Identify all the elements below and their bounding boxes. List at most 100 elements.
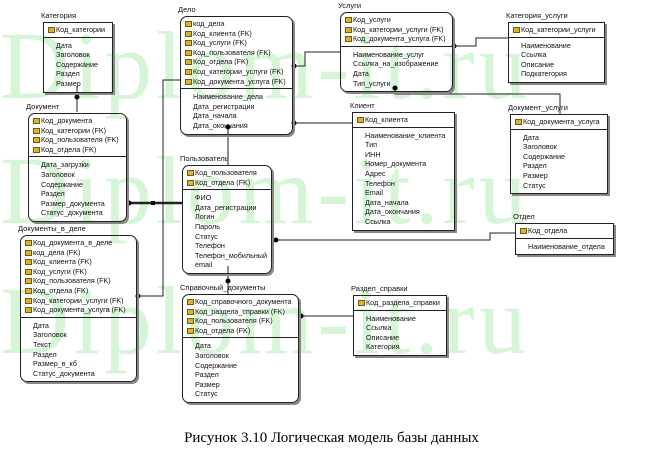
key-attribute-label: Код_пользователя [195,168,257,177]
figure-caption: Рисунок 3.10 Логическая модель базы данн… [184,430,479,446]
key-attribute-label: Код_справочного_документа [195,297,292,306]
key-attribute-label: Код_категории (FK) [41,125,107,135]
key-attribute: Код_клиента (FK) [185,29,289,39]
rel-polzovatel-otdel [276,232,515,241]
watermark: Diplom-it.ru [0,267,531,374]
attribute: ФИО [195,193,212,203]
key-icon [187,308,194,315]
key-attribute: Код_услуги (FK) [185,38,289,48]
key-attribute: Код_отдела (FK) [185,57,289,67]
key-attribute: Код_категории [48,25,109,35]
attribute: Наименование_услуг [353,49,425,59]
attribute: Заголовок [41,169,75,179]
key-icon [187,318,194,325]
attribute: Пароль [195,221,220,231]
attribute: Размер_документа [41,198,105,208]
entity-title: Документы_в_деле [18,224,86,233]
attribute: Наименование [366,313,416,323]
relation-dot [392,85,398,91]
key-icon [185,59,192,66]
attribute: Дата_регистрации [193,101,255,111]
key-attribute: Код_документа_услуга (FK) [25,305,133,315]
attribute: Дата_загрузки [41,160,89,170]
key-attribute: Код_документа_услуга (FK) [345,34,449,44]
key-section: Код_документа_услуга [511,115,607,130]
key-attribute-label: Код_услуги [353,15,391,24]
attribute: Наименование [521,40,571,50]
attribute: Раздел [41,189,65,199]
key-attribute-label: Код_услуги (FK) [193,38,247,48]
key-attribute-label: Код_клиента (FK) [193,28,252,38]
key-attribute-label: Код_документа_услуга (FK) [33,305,126,315]
attribute: Статус [523,180,546,190]
key-attribute: Код_категории (FK) [33,126,123,136]
attribute: Описание [521,59,555,69]
key-attribute: Код_категории_услуги (FK) [25,296,133,306]
attribute: Email [365,188,383,198]
key-icon [185,68,192,75]
key-icon [25,297,32,304]
attribute: ИНН [365,149,381,159]
key-icon [25,307,32,314]
key-attribute-label: Код_пользователя (FK) [41,135,119,145]
entity-title: Категория_услуги [506,11,568,20]
key-attribute: Код_клиента (FK) [25,257,133,267]
key-attribute-label: Код_категории [56,25,106,34]
attribute: Статус [195,231,218,241]
key-attribute: Код_отдела (FK) [187,178,268,188]
entity-title: Клиент [350,101,375,110]
attribute: Дата [353,68,369,78]
attribute: Статус_документа [33,368,95,378]
entity-title: Справочный_документы [180,283,266,292]
attribute: Тип [365,140,377,150]
key-icon [33,146,40,153]
key-attribute: Код_пользователя (FK) [33,135,123,145]
attribute: Ссылка [521,50,547,60]
attribute: Дата_регистрации [195,202,257,212]
attribute: Телефон_мобильный [195,250,267,260]
attribute: Дата_начала [365,197,409,207]
key-attribute-label: Код_категории_услуги [521,25,596,34]
relation-dot [74,94,80,100]
key-icon [185,30,192,37]
key-attribute-label: Код_услуги (FK) [33,266,87,276]
key-icon [25,240,32,246]
attribute: Телефон [195,241,225,251]
key-attribute: Код_пользователя (FK) [187,316,295,326]
rel-uslugi-dokument-uslugi [394,88,561,114]
attribute: Содержание [523,151,566,161]
key-attribute: Код_отдела (FK) [25,286,133,296]
key-attribute-label: Код_отдела (FK) [195,177,251,187]
key-section: Код_раздела_справки [354,296,446,311]
key-attribute-label: Код_клиента (FK) [33,257,92,267]
rel-delo-dokumenty-v-dele [138,79,180,297]
attribute: Раздел [56,69,80,79]
key-attribute-label: Код_категории_услуги (FK) [353,24,444,34]
key-icon [185,49,192,56]
attribute: Текст [33,339,52,349]
attribute: Ссылка [366,323,392,333]
